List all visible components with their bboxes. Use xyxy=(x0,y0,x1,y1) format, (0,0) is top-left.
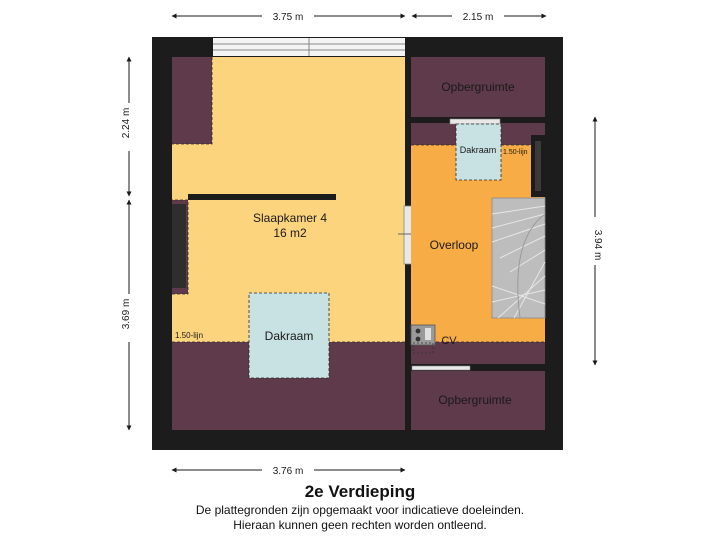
dim-label-left-upper: 2.24 m xyxy=(121,108,132,139)
landing-label: Overloop xyxy=(430,238,479,252)
interior-wall-stub xyxy=(188,194,336,200)
skylight-left xyxy=(248,292,330,379)
storage-top-label: Opbergruimte xyxy=(441,80,515,94)
height-line-left-label: 1.50-lijn xyxy=(175,331,203,340)
dim-label-top-left: 3.75 m xyxy=(273,12,304,23)
skylight-right-label: Dakraam xyxy=(460,145,497,155)
disclaimer-line-2: Hieraan kunnen geen rechten worden ontle… xyxy=(233,518,487,532)
cv-unit xyxy=(410,324,436,354)
disclaimer-line-1: De plattegronden zijn opgemaakt voor ind… xyxy=(195,503,525,517)
floor-plan: 3.75 m 2.15 m 3.76 m 2.24 m 3.69 m 3.94 … xyxy=(121,9,603,477)
floor-title: 2e Verdieping xyxy=(304,482,416,501)
dimension-labels: 3.75 m 2.15 m 3.76 m 2.24 m 3.69 m 3.94 … xyxy=(121,9,603,477)
storage-top xyxy=(411,57,545,117)
bedroom-window xyxy=(213,38,405,56)
dim-label-bottom: 3.76 m xyxy=(273,466,304,477)
storage-bottom xyxy=(411,371,545,430)
storage-bottom-label: Opbergruimte xyxy=(438,393,512,407)
height-line-right-label: 1.50-lijn xyxy=(503,149,528,156)
dim-label-left-lower: 3.69 m xyxy=(121,299,132,330)
staircase xyxy=(491,197,546,319)
cv-label: CV xyxy=(441,335,457,347)
dim-label-top-right: 2.15 m xyxy=(463,12,494,23)
skylight-window-frame xyxy=(449,118,501,125)
landing-sloped-zone-bottom xyxy=(411,342,545,364)
storage-bottom-door[interactable] xyxy=(411,365,471,371)
bedroom-name: Slaapkamer 4 xyxy=(253,211,327,225)
skylight-left-label: Dakraam xyxy=(265,329,314,343)
dim-label-right: 3.94 m xyxy=(592,230,603,261)
wall-niche-left xyxy=(172,204,186,288)
storage-bottom-wall xyxy=(411,364,545,371)
skylight-right xyxy=(455,123,502,181)
bedroom-area: 16 m2 xyxy=(273,226,307,240)
